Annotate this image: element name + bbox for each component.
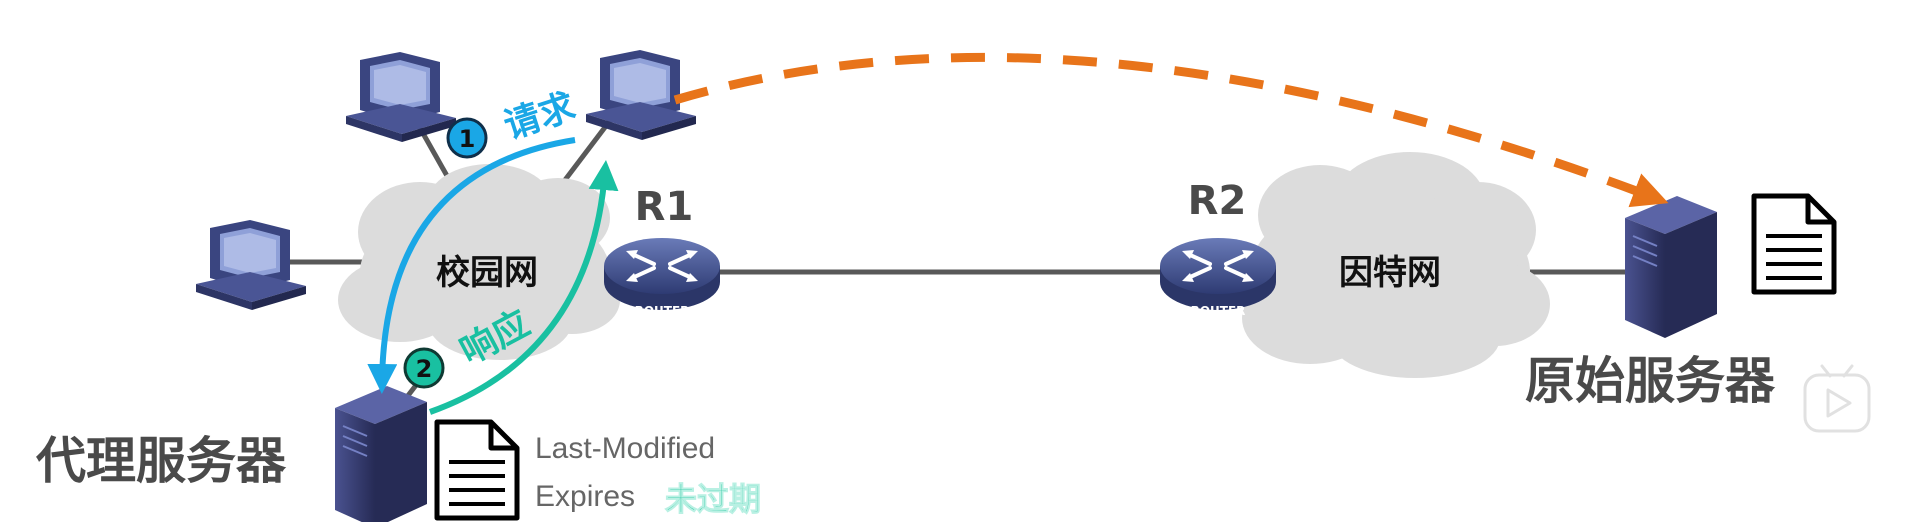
origin-document-icon — [1754, 196, 1834, 292]
proxy-cached-document-icon — [437, 422, 517, 518]
origin-server-icon — [1624, 195, 1718, 339]
campus-network-cloud — [338, 164, 620, 360]
router-r2-icon — [1158, 236, 1278, 312]
internet-label: 因特网 — [1339, 253, 1441, 293]
internet-cloud — [1242, 152, 1550, 378]
proxy-server-label: 代理服务器 — [35, 432, 287, 490]
step-1-badge: 1 — [446, 117, 488, 159]
step-2-badge: 2 — [403, 347, 445, 389]
not-expired-label: 未过期 — [665, 480, 761, 518]
origin-server-label: 原始服务器 — [1525, 352, 1776, 410]
proxy-server-icon — [334, 385, 428, 527]
campus-network-label: 校园网 — [436, 253, 538, 293]
router-r2-badge: ROUTER — [1191, 304, 1246, 318]
computer-top-left-icon — [346, 52, 456, 142]
request-arrow — [367, 137, 576, 394]
video-play-icon[interactable] — [1803, 364, 1871, 433]
header-expires: Expires — [535, 480, 635, 513]
computer-left-icon — [196, 220, 306, 310]
network-links — [280, 116, 1640, 408]
response-arrow — [428, 160, 619, 415]
origin-fetch-arrow — [673, 52, 1669, 208]
link-pc-top-right — [563, 116, 614, 182]
router-r2-label: R2 — [1188, 178, 1247, 224]
svg-text:2: 2 — [416, 355, 433, 383]
router-r1-icon — [602, 236, 722, 312]
router-r1-label: R1 — [635, 184, 694, 230]
header-last-modified: Last-Modified — [535, 432, 715, 465]
svg-text:1: 1 — [459, 125, 476, 153]
router-r1-badge: ROUTER — [635, 304, 690, 318]
